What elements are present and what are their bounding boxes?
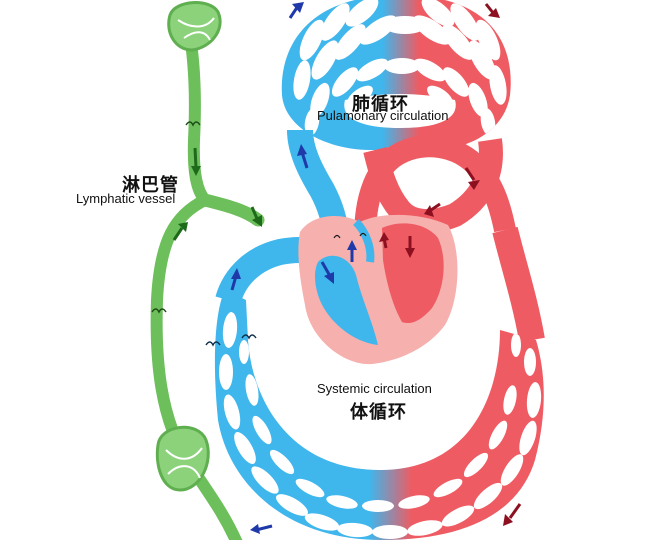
lymphatic-label-en: Lymphatic vessel: [76, 191, 176, 206]
arrow-systemic-artery: [508, 503, 522, 519]
pulmonary-label-zh: 肺循环: [352, 94, 409, 115]
arrow-lymph-down: [193, 147, 198, 169]
systemic-circulation: [205, 290, 544, 540]
left-ventricle: [382, 223, 444, 324]
systemic-label-en: Systemic circulation: [317, 381, 432, 396]
heart: [298, 214, 458, 365]
lymphatic-vessel: [150, 1, 265, 540]
pulmonary-label-en: Pulamonary circulation: [317, 108, 449, 123]
arrow-heart-right: [320, 261, 332, 277]
lymphatic-label-zh: 淋巴管: [122, 175, 179, 196]
pulmonary-circulation: [281, 0, 511, 150]
systemic-label-zh: 体循环: [350, 402, 407, 423]
